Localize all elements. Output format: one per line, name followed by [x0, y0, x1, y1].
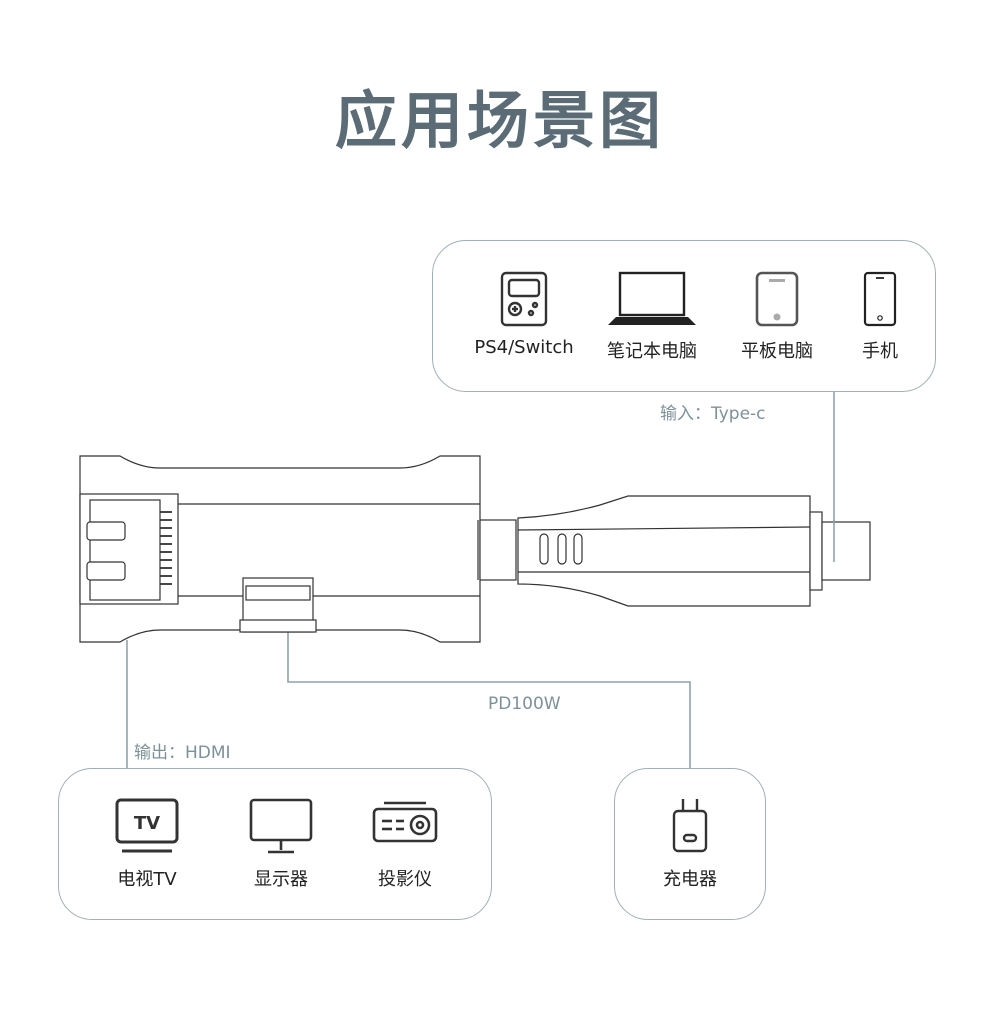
charger-item: 充电器	[640, 797, 740, 891]
output-item-label: 投影仪	[378, 869, 432, 890]
input-connector-label: 输入：Type-c	[660, 404, 766, 424]
input-item-label: 手机	[862, 341, 898, 362]
phone-icon	[863, 271, 897, 327]
input-item-ps4-switch: PS4/Switch	[469, 271, 579, 358]
tablet-icon	[755, 271, 799, 327]
svg-text:TV: TV	[134, 813, 160, 834]
charger-box: 充电器	[614, 768, 766, 920]
usb-c-plug	[821, 521, 871, 581]
input-item-laptop: 笔记本电脑	[597, 271, 707, 363]
projector-icon	[372, 801, 438, 843]
hdmi-adapter-device	[79, 455, 871, 643]
charger-icon	[672, 799, 708, 853]
input-item-label: 笔记本电脑	[607, 341, 697, 362]
input-item-label: PS4/Switch	[474, 337, 574, 358]
charger-connector-line	[287, 612, 691, 770]
output-connector-label: 输出：HDMI	[134, 743, 231, 763]
monitor-icon	[249, 798, 313, 854]
input-devices-box: PS4/Switch 笔记本电脑 平板电脑 手机	[432, 240, 936, 392]
laptop-icon	[608, 271, 696, 325]
output-item-label: 电视TV	[117, 869, 177, 890]
input-item-phone: 手机	[845, 271, 915, 363]
input-item-label: 平板电脑	[741, 341, 813, 362]
page-title: 应用场景图	[334, 84, 665, 157]
tv-icon: TV	[115, 798, 179, 853]
output-item-projector: 投影仪	[355, 797, 455, 891]
output-devices-box: TV 电视TV 显示器 投影仪	[58, 768, 492, 920]
game-console-icon	[500, 271, 548, 327]
output-item-tv: TV 电视TV	[97, 797, 197, 891]
charger-connector-label: PD100W	[488, 694, 561, 714]
input-item-tablet: 平板电脑	[727, 271, 827, 363]
output-item-monitor: 显示器	[231, 797, 331, 891]
charger-item-label: 充电器	[663, 869, 717, 890]
output-item-label: 显示器	[254, 869, 308, 890]
